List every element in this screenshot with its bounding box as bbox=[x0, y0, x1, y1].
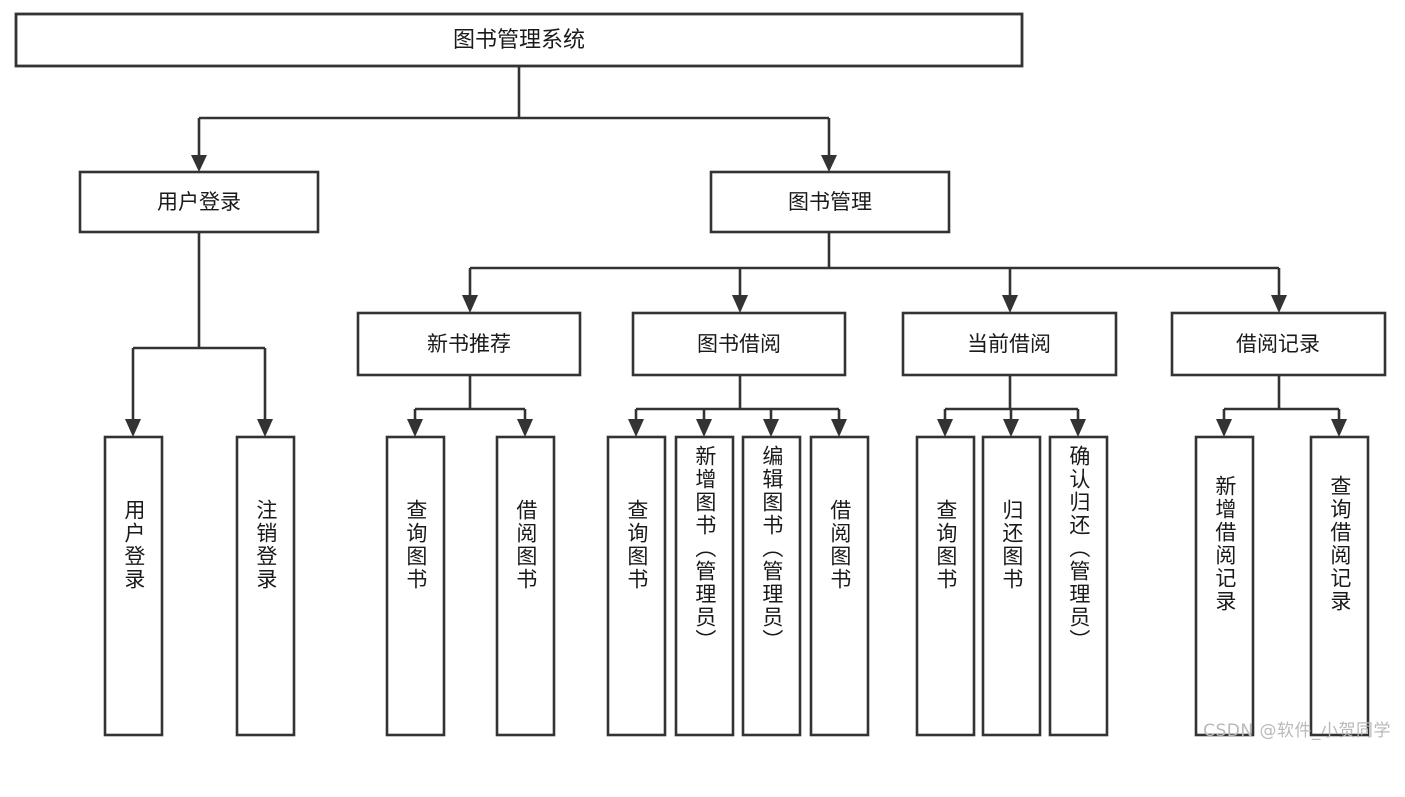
node-borrow-record-label: 借阅记录 bbox=[1236, 332, 1320, 356]
diagram-canvas-root: 图书管理系统 用户登录 图书管理 新书推荐 图书借阅 当前借阅 借阅记录 bbox=[14, 12, 1391, 741]
arrow-head-book-manage bbox=[821, 155, 837, 172]
node-current-borrow[interactable] bbox=[901, 311, 1118, 377]
arrow-head-current-borrow-leaf-3 bbox=[1070, 419, 1086, 437]
csdn-watermark: CSDN @软件_小贺同学 bbox=[1203, 721, 1391, 741]
arrow-head-borrow-record-leaf-1 bbox=[1216, 419, 1232, 437]
arrow-head-current-borrow bbox=[1002, 295, 1018, 313]
connector-group bbox=[125, 66, 1347, 437]
node-leaf-current-borrow-return[interactable] bbox=[981, 435, 1042, 737]
arrow-head-book-borrow bbox=[732, 295, 748, 313]
arrow-head-book-borrow-leaf-1 bbox=[628, 419, 644, 437]
arrow-head-user-login-leaf-1 bbox=[125, 419, 141, 437]
arrow-head-new-book bbox=[462, 295, 478, 313]
functional-structure-diagram: 图书管理系统 用户登录 图书管理 新书推荐 图书借阅 当前借阅 借阅记录 bbox=[14, 12, 1387, 737]
node-leaf-book-borrow-edit[interactable] bbox=[741, 435, 802, 737]
node-new-book-recommend-label: 新书推荐 bbox=[427, 332, 511, 356]
node-group: 图书管理系统 用户登录 图书管理 新书推荐 图书借阅 当前借阅 借阅记录 bbox=[14, 12, 1387, 737]
node-borrow-record[interactable] bbox=[1170, 311, 1387, 377]
node-leaf-book-borrow-add[interactable] bbox=[674, 435, 735, 737]
node-leaf-borrow-record-query[interactable] bbox=[1309, 435, 1370, 737]
node-leaf-book-borrow-borrow[interactable] bbox=[809, 435, 870, 737]
node-book-manage[interactable] bbox=[709, 170, 951, 234]
arrow-head-user-login bbox=[191, 155, 207, 172]
node-current-borrow-label: 当前借阅 bbox=[967, 332, 1051, 356]
node-leaf-current-borrow-query[interactable] bbox=[915, 435, 976, 737]
node-book-borrow[interactable] bbox=[631, 311, 847, 377]
node-leaf-book-borrow-query[interactable] bbox=[606, 435, 667, 737]
node-leaf-new-book-borrow[interactable] bbox=[495, 435, 556, 737]
node-book-manage-label: 图书管理 bbox=[788, 190, 872, 214]
arrow-head-borrow-record bbox=[1271, 295, 1287, 313]
arrow-head-book-borrow-leaf-2 bbox=[696, 419, 712, 437]
arrow-head-user-login-leaf-2 bbox=[257, 419, 273, 437]
node-book-borrow-label: 图书借阅 bbox=[697, 332, 781, 356]
arrow-head-book-borrow-leaf-3 bbox=[763, 419, 779, 437]
node-leaf-user-login-logout[interactable] bbox=[235, 435, 296, 737]
arrow-head-book-borrow-leaf-4 bbox=[831, 419, 847, 437]
node-new-book-recommend[interactable] bbox=[356, 311, 582, 377]
node-leaf-current-borrow-confirm[interactable] bbox=[1048, 435, 1109, 737]
arrow-head-borrow-record-leaf-2 bbox=[1331, 419, 1347, 437]
node-user-login-label: 用户登录 bbox=[157, 190, 241, 214]
arrow-head-new-book-leaf-2 bbox=[517, 419, 533, 437]
node-user-login[interactable] bbox=[78, 170, 320, 234]
node-root-system[interactable] bbox=[14, 12, 1024, 68]
arrow-head-current-borrow-leaf-1 bbox=[937, 419, 953, 437]
node-leaf-borrow-record-add[interactable] bbox=[1194, 435, 1255, 737]
arrow-head-current-borrow-leaf-2 bbox=[1003, 419, 1019, 437]
node-root-system-label: 图书管理系统 bbox=[453, 28, 585, 53]
arrow-head-new-book-leaf-1 bbox=[407, 419, 423, 437]
node-leaf-user-login-login[interactable] bbox=[103, 435, 164, 737]
node-leaf-new-book-query[interactable] bbox=[385, 435, 446, 737]
